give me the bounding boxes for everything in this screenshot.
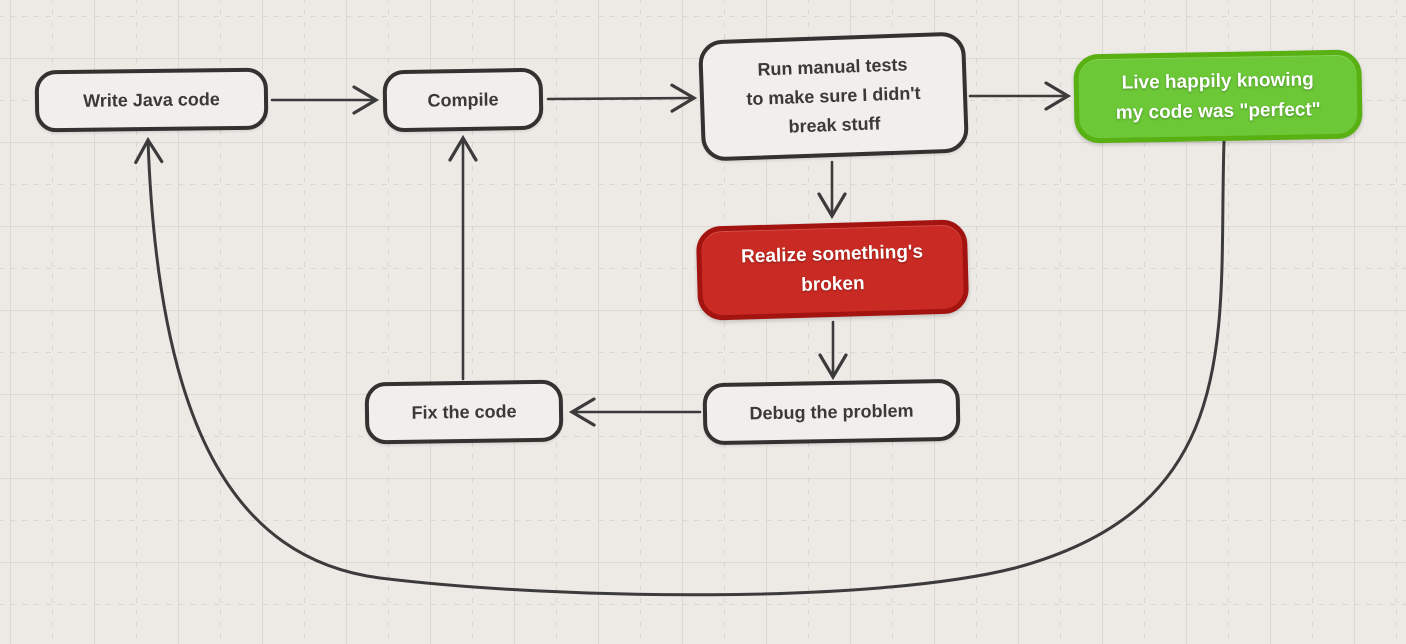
edge-live-happily-to-write-loop [134,136,1226,597]
node-run-manual-tests-label: Run manual tests to make sure I didn't b… [746,54,921,137]
node-compile[interactable]: Compile [382,67,544,133]
node-fix-the-code-label: Fix the code [411,400,517,423]
node-write-java-code-label: Write Java code [83,88,220,111]
node-debug-the-problem-label: Debug the problem [749,400,914,423]
edge-compile-to-run-tests [546,83,698,113]
node-fix-the-code[interactable]: Fix the code [364,379,564,445]
node-live-happily-label: Live happily knowing my code was "perfec… [1115,68,1321,124]
node-write-java-code[interactable]: Write Java code [34,67,269,133]
node-realize-broken[interactable]: Realize something's broken [695,219,970,321]
node-realize-broken-label: Realize something's broken [740,241,924,296]
node-compile-label: Compile [427,88,499,111]
node-live-happily[interactable]: Live happily knowing my code was "perfec… [1073,49,1363,144]
node-debug-the-problem[interactable]: Debug the problem [702,378,961,446]
node-run-manual-tests[interactable]: Run manual tests to make sure I didn't b… [697,31,970,162]
edges [134,81,1226,597]
